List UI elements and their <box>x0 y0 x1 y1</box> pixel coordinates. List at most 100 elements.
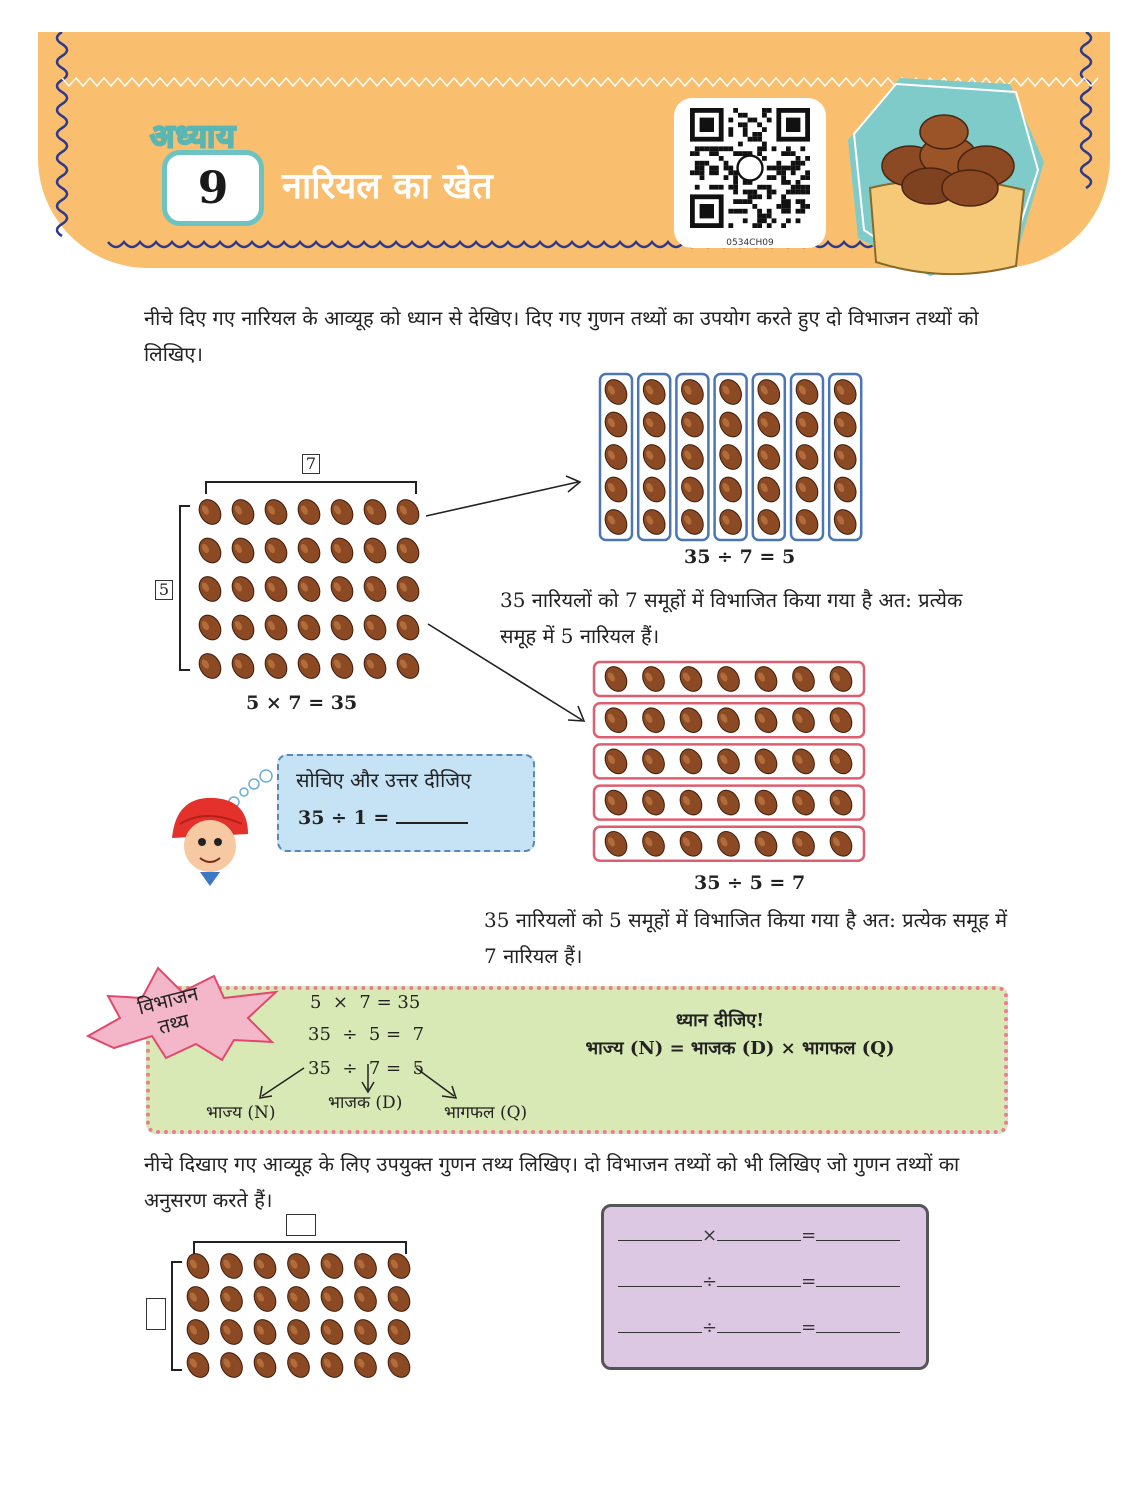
coconut-icon <box>795 379 819 405</box>
operator: × <box>702 1225 718 1246</box>
coconut-icon <box>681 444 704 470</box>
answer-blank[interactable] <box>717 1222 802 1241</box>
think-question: 35 ÷ 1 = <box>298 804 468 829</box>
coconut-icon <box>754 748 778 775</box>
coconut-icon <box>231 576 255 602</box>
coconut-icon <box>363 653 387 679</box>
row-division-equation: 35 ÷ 5 = 7 <box>694 872 806 894</box>
answer-blank[interactable] <box>816 1314 901 1333</box>
coconut-icon <box>792 707 815 734</box>
answer-row-2: ÷= <box>618 1268 912 1314</box>
column-group <box>713 372 748 542</box>
column-division-equation: 35 ÷ 7 = 5 <box>684 546 796 568</box>
coconut-icon <box>754 707 778 734</box>
operator: ÷ <box>702 1271 718 1292</box>
coconut-icon <box>795 411 819 438</box>
qr-code-icon[interactable] <box>688 108 812 228</box>
note-formula: भाज्य (N) = भाजक (D) × भागफल (Q) <box>585 1038 895 1059</box>
chapter-word: अध्याय <box>149 116 236 156</box>
answer-blank[interactable] <box>618 1222 702 1241</box>
answer-blank[interactable] <box>618 1268 702 1287</box>
coconut-icon <box>231 537 255 564</box>
coconut-icon <box>354 1319 377 1345</box>
coconut-icon <box>754 830 778 857</box>
coconut-icon <box>757 379 781 405</box>
array1-brackets <box>179 481 417 671</box>
coconut-icon <box>604 666 628 692</box>
operator: ÷ <box>702 1317 718 1338</box>
coconut-icon <box>833 476 857 503</box>
coconut-icon <box>679 748 703 775</box>
coconut-array-4x7 <box>186 1253 411 1378</box>
coconut-icon <box>604 509 628 535</box>
coconut-icon <box>642 476 666 503</box>
column-groups-array <box>598 372 863 542</box>
coconut-icon <box>198 499 222 525</box>
chapter-title: नारियल का खेत <box>282 166 493 207</box>
coconut-icon <box>642 748 665 775</box>
coconut-icon <box>387 1253 411 1279</box>
coconut-icon <box>681 411 704 438</box>
coconut-icon <box>198 576 222 602</box>
coconut-icon <box>717 789 740 816</box>
coconut-icon <box>396 499 420 525</box>
coconut-icon <box>719 444 742 470</box>
answer-blank[interactable] <box>395 804 468 824</box>
answer-blank[interactable] <box>717 1314 802 1333</box>
answer-blank[interactable] <box>717 1268 802 1287</box>
coconut-icon <box>604 379 628 405</box>
column-group <box>789 372 825 542</box>
coconut-icon <box>387 1286 411 1312</box>
columns-label: 7 <box>302 454 320 474</box>
coconut-icon <box>264 499 288 525</box>
coconut-icon <box>186 1319 210 1345</box>
coconut-icon <box>792 748 815 775</box>
coconut-icon <box>642 830 665 857</box>
equals-sign: = <box>801 1317 817 1338</box>
coconut-pile <box>881 114 1015 207</box>
coconut-icon <box>795 444 819 470</box>
answer-blank[interactable] <box>618 1314 702 1333</box>
answer-blank[interactable] <box>816 1222 901 1241</box>
coconut-icon <box>287 1319 310 1345</box>
rows-label: 5 <box>155 580 173 600</box>
coconut-icon <box>287 1253 310 1279</box>
coconut-icon <box>679 666 703 692</box>
arrows <box>425 475 586 722</box>
coconut-icon <box>604 476 628 503</box>
coconut-icon <box>757 411 781 438</box>
label-dividend: भाज्य (N) <box>206 1103 276 1123</box>
column-group <box>636 372 672 542</box>
boy-character-illustration <box>172 769 273 886</box>
coconut-icon <box>829 789 853 816</box>
answer-row-1: ×= <box>618 1222 912 1268</box>
coconut-icon <box>795 509 819 535</box>
coconut-icon <box>330 576 354 602</box>
exercise-columns-blank[interactable] <box>286 1214 316 1236</box>
coconut-icon <box>792 789 815 816</box>
coconut-icon <box>396 614 420 641</box>
coconut-icon <box>604 789 628 816</box>
coconut-icon <box>387 1319 411 1345</box>
coconut-icon <box>363 614 387 641</box>
coconut-icon <box>320 1253 344 1279</box>
exercise-rows-blank[interactable] <box>146 1298 166 1330</box>
answer-blank[interactable] <box>816 1268 901 1287</box>
label-quotient: भागफल (Q) <box>444 1103 528 1123</box>
coconut-icon <box>642 411 666 438</box>
label-divisor: भाजक (D) <box>328 1093 403 1113</box>
multiplication-equation: 5 × 7 = 35 <box>246 692 358 714</box>
row-division-caption: 35 नारियलों को 5 समूहों में विभाजित किया… <box>484 908 1008 968</box>
coconut-icon <box>604 707 628 734</box>
coconut-icon <box>833 411 857 438</box>
coconut-icon <box>717 707 740 734</box>
coconut-icon <box>795 476 819 503</box>
coconut-icon <box>253 1286 277 1312</box>
column-group <box>675 372 710 542</box>
coconut-icon <box>220 1253 243 1279</box>
coconut-icon <box>330 499 354 525</box>
coconut-icon <box>198 537 222 564</box>
answer-box <box>601 1204 929 1370</box>
coconut-icon <box>792 666 815 692</box>
coconut-icon <box>297 653 321 679</box>
